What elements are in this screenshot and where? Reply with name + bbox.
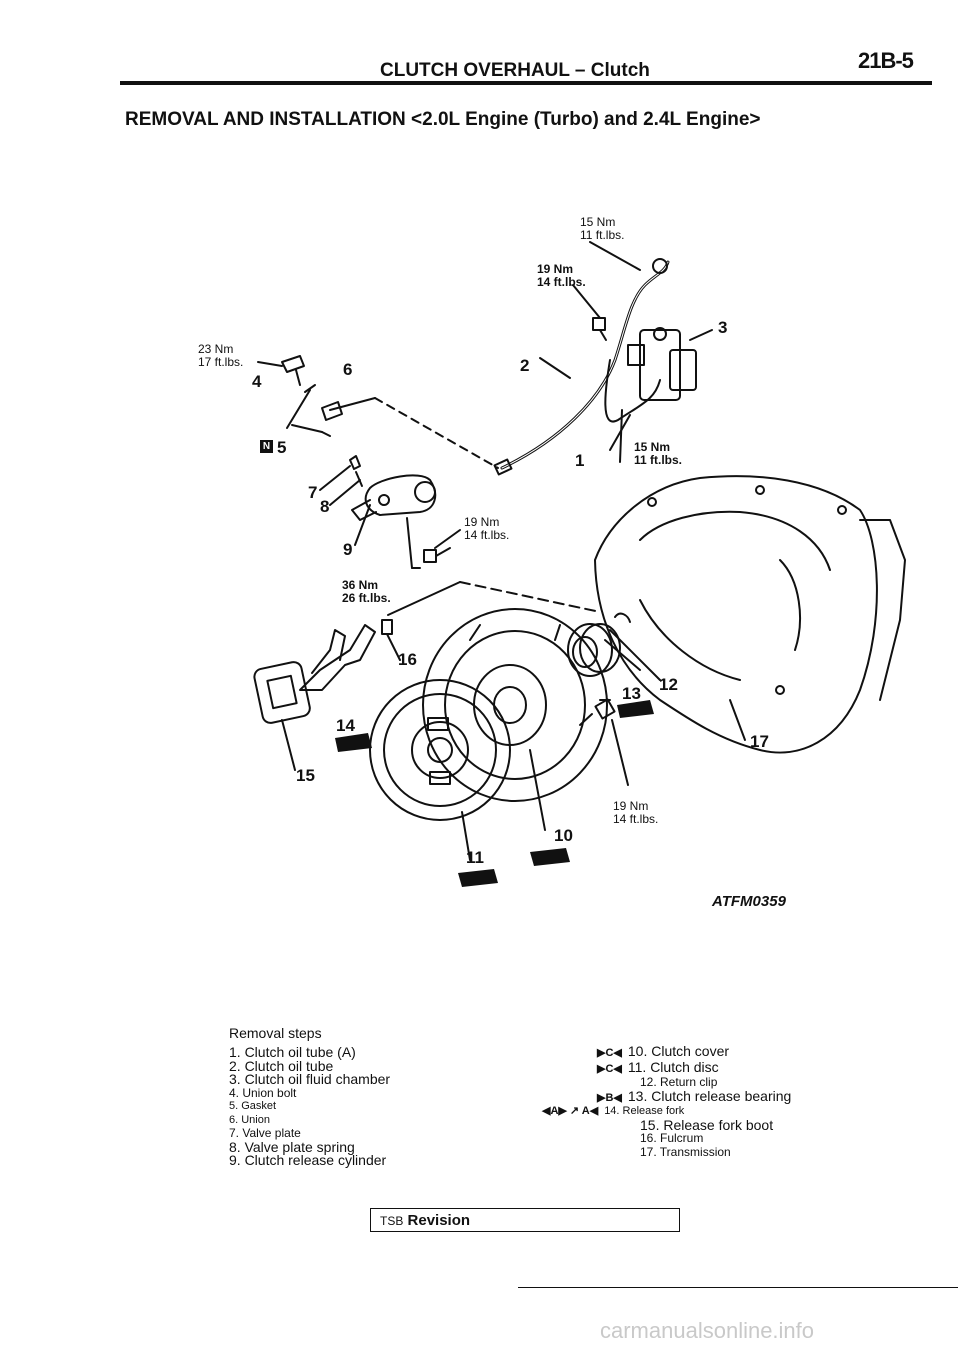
clutch-oil-tube [604,359,661,423]
step-2: 2. Clutch oil tube [229,1057,334,1074]
removal-steps-left: 1. Clutch oil tube (A) 2. Clutch oil tub… [229,1044,391,1168]
step-10: ▶C◀10. Clutch cover [597,1043,730,1059]
leader-8 [329,479,361,506]
step-9: 9. Clutch release cylinder [229,1152,387,1168]
leader-10 [529,749,546,831]
bolt-cover [579,698,616,726]
release-cylinder [349,455,437,521]
leader-6 [329,397,376,411]
watermark: carmanualsonline.info [600,1318,815,1343]
part-number-15: 15 [296,766,315,785]
step-14: ◀A▶ ↗ A◀14. Release fork [542,1105,685,1117]
part-number-8: 8 [320,497,330,516]
part-number-5: 5 [277,438,287,457]
leader-15 [281,719,296,771]
step-5: 5. Gasket [229,1100,277,1112]
tube-fitting-top [652,258,668,274]
leader-9 [354,504,371,546]
fluid-chamber [627,327,713,401]
leader-2 [539,357,571,379]
grease-icons [335,700,654,887]
tsb-revision-box [370,1208,680,1232]
step-12: 12. Return clip [640,1075,718,1089]
leader-11 [461,811,471,861]
removal-steps-right: ▶C◀10. Clutch cover ▶C◀11. Clutch disc 1… [542,1043,792,1159]
service-symbol-c: ▶C◀ [597,1047,622,1059]
release-fork [299,624,376,691]
union-bolt-assembly [257,355,343,437]
tube-end-fitting [493,458,513,476]
part-number-10: 10 [554,826,573,845]
leader-1 [609,414,631,451]
release-fork-boot [253,661,311,724]
torque-leader-1 [619,409,623,463]
step-6: 6. Union [229,1113,270,1126]
part-number-13: 13 [622,684,641,703]
leader-17 [729,699,746,741]
bolt-upper [572,284,607,341]
step-11: ▶C◀11. Clutch disc [597,1058,719,1075]
part-number-12: 12 [659,675,678,694]
step-1: 1. Clutch oil tube (A) [229,1044,356,1060]
tsb-revision-label: TSB Revision [380,1212,471,1229]
leader-7 [319,465,351,491]
step-16: 16. Fulcrum [640,1131,704,1145]
part-number-7: 7 [308,483,318,502]
leader-torque-lower [611,719,629,786]
step-17: 17. Transmission [640,1144,731,1159]
service-symbol-b: ▶B◀ [597,1091,622,1104]
part-number-16: 16 [398,650,417,669]
leader-fork-dash [387,581,461,616]
part-number-11: 11 [466,848,484,867]
service-symbol-a: ◀A▶ ↗ A◀ [542,1105,599,1117]
clutch-disc [369,679,511,821]
step-4: 4. Union bolt [229,1085,297,1100]
page-header-title: CLUTCH OVERHAUL – Clutch [380,60,650,81]
part-number-14: 14 [336,716,355,735]
transmission-housing [594,475,906,754]
figure-id: ATFM0359 [712,893,786,910]
step-7: 7. Valve plate [229,1126,301,1140]
leader-12 [609,629,661,681]
part-number-3: 3 [718,318,728,337]
part-number-6: 6 [343,360,353,379]
part-number-2: 2 [520,356,530,375]
fulcrum [381,619,401,661]
step-13: ▶B◀13. Clutch release bearing [597,1087,792,1104]
page-number: 21B-5 [858,48,914,73]
bolt-cylinder [423,547,451,563]
step-3: 3. Clutch oil fluid chamber [229,1071,391,1087]
part-number-1: 1 [575,451,585,470]
leader-bracket [406,517,413,569]
service-symbol-c: ▶C◀ [597,1062,622,1075]
release-bearing [567,623,621,677]
step-15: 15. Release fork boot [640,1116,774,1133]
removal-steps-title: Removal steps [229,1025,322,1041]
leader-13 [604,639,641,671]
part-number-17: 17 [750,732,769,751]
footer-rule [518,1287,958,1288]
new-part-badge: N [260,440,273,453]
part-number-9: 9 [343,540,353,559]
section-title: REMOVAL AND INSTALLATION <2.0L Engine (T… [125,109,761,130]
dash-leader-6 [374,397,499,469]
clutch-exploded-diagram [253,241,906,887]
step-8: 8. Valve plate spring [229,1138,355,1155]
part-number-4: 4 [252,372,262,391]
torque-leader-top [589,241,641,271]
header-rule [120,81,932,85]
return-clip [614,612,631,623]
